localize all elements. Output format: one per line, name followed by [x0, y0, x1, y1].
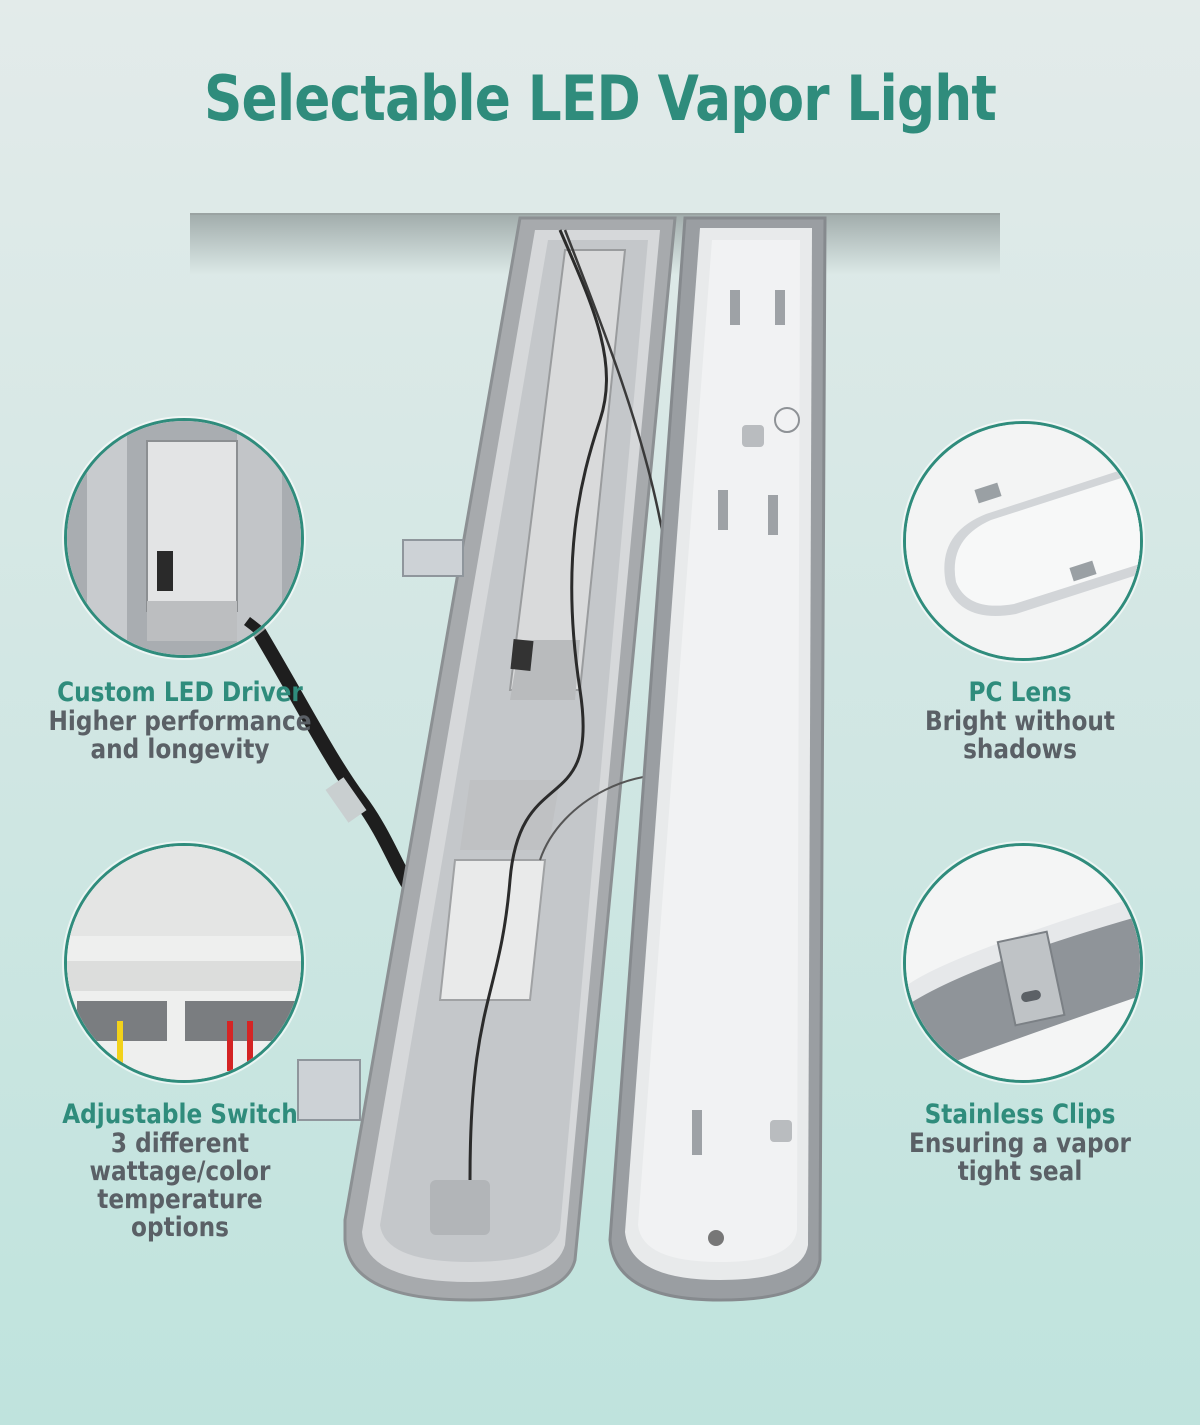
feature-adjustable-switch: Adjustable Switch 3 different wattage/co… [0, 1100, 360, 1242]
stainless-clip-closeup-bubble [903, 843, 1143, 1083]
wire-black [468, 229, 608, 1181]
strain-relief [430, 1180, 490, 1235]
feature-stainless-clips: Stainless Clips Ensuring a vapor tight s… [860, 1100, 1180, 1186]
feature-pc-lens: PC Lens Bright without shadows [860, 678, 1180, 764]
fixture-cover [608, 216, 827, 1302]
switch-closeup-bubble [64, 843, 304, 1083]
feature-heading: Adjustable Switch [62, 1099, 298, 1130]
driver-closeup-bubble [64, 418, 304, 658]
feature-heading: PC Lens [968, 677, 1072, 708]
mounting-bracket-bottom [297, 1059, 361, 1121]
pc-lens-closeup-bubble [903, 421, 1143, 661]
page-title: Selectable LED Vapor Light [204, 62, 997, 135]
mounting-bracket-top [402, 539, 464, 577]
terminal-block [438, 859, 547, 1001]
feature-heading: Stainless Clips [924, 1099, 1116, 1130]
cable-sleeve [325, 777, 367, 823]
feature-custom-led-driver: Custom LED Driver Higher performance and… [0, 678, 360, 764]
cable [248, 621, 426, 905]
feature-description: 3 different wattage/color temperature op… [89, 1128, 271, 1243]
feature-description: Higher performance and longevity [48, 706, 312, 765]
feature-description: Ensuring a vapor tight seal [909, 1128, 1131, 1187]
feature-description: Bright without shadows [924, 706, 1116, 765]
feature-heading: Custom LED Driver [57, 677, 303, 708]
